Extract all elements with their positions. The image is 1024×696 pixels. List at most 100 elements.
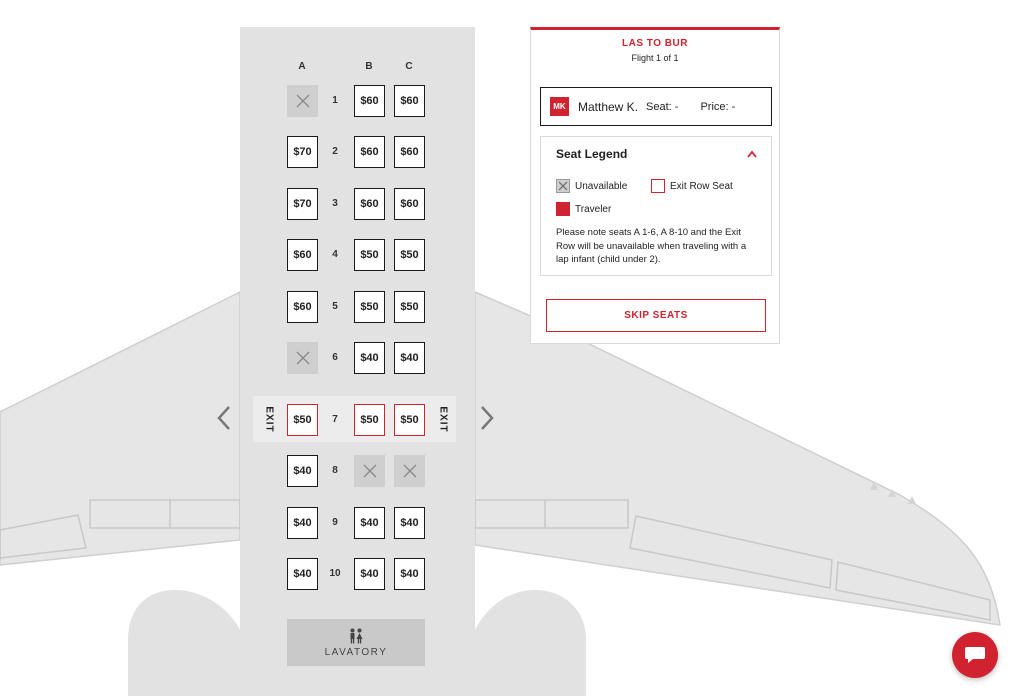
x-icon	[556, 179, 570, 193]
restroom-icon	[350, 628, 363, 643]
seat-5b[interactable]: $50	[354, 291, 385, 323]
seat-5c[interactable]: $50	[394, 291, 425, 323]
seat-row: $50 $50 $50 7	[0, 404, 1024, 436]
seat-8c	[394, 455, 425, 487]
legend-unavailable: Unavailable	[556, 179, 627, 193]
seat-3c[interactable]: $60	[394, 188, 425, 220]
seat-price: $60	[360, 95, 379, 107]
seat-1b[interactable]: $60	[354, 85, 385, 117]
seat-4b[interactable]: $50	[354, 239, 385, 271]
seat-price: $40	[360, 352, 379, 364]
traveler-swatch	[556, 202, 570, 216]
column-header-a: A	[298, 61, 306, 72]
seat-row: $70 $60 $60 2	[0, 136, 1024, 168]
chevron-right-icon[interactable]	[477, 403, 497, 433]
traveler-price: Price: -	[700, 100, 736, 113]
seat-price: $60	[400, 198, 419, 210]
seat-price: $40	[360, 517, 379, 529]
row-number: 7	[332, 414, 338, 425]
legend-traveler: Traveler	[556, 202, 611, 216]
row-number: 6	[332, 352, 338, 363]
x-icon	[363, 464, 376, 478]
traveler-name: Matthew K.	[578, 99, 639, 114]
seat-price: $40	[293, 465, 312, 477]
seat-10b[interactable]: $40	[354, 558, 385, 590]
column-header-c: C	[405, 61, 413, 72]
exit-label-left: EXIT	[263, 405, 275, 433]
seat-1c[interactable]: $60	[394, 85, 425, 117]
seat-row: $40 $40 $40 10	[0, 558, 1024, 590]
seat-9a[interactable]: $40	[287, 507, 318, 539]
row-number: 1	[332, 95, 338, 106]
seat-price: $60	[293, 301, 312, 313]
seat-2b[interactable]: $60	[354, 136, 385, 168]
seat-5a[interactable]: $60	[287, 291, 318, 323]
row-number: 3	[332, 198, 338, 209]
seat-price: $60	[400, 146, 419, 158]
chat-bubble-icon	[965, 647, 985, 663]
chevron-up-icon[interactable]	[747, 150, 757, 158]
seat-price: $50	[293, 414, 312, 426]
route-title: LAS TO BUR	[622, 38, 688, 49]
seat-6a	[287, 342, 318, 374]
seat-3b[interactable]: $60	[354, 188, 385, 220]
seat-9c[interactable]: $40	[394, 507, 425, 539]
seat-8a[interactable]: $40	[287, 455, 318, 487]
seat-1a	[287, 85, 318, 117]
seat-row: $40 8	[0, 455, 1024, 487]
x-icon	[296, 351, 309, 365]
seat-8b	[354, 455, 385, 487]
lavatory-label: LAVATORY	[324, 646, 388, 658]
traveler-seat: Seat: -	[646, 100, 679, 113]
row-number: 8	[332, 465, 338, 476]
skip-seats-button[interactable]: SKIP SEATS	[546, 299, 766, 332]
row-number: 10	[329, 568, 341, 579]
seat-7b[interactable]: $50	[354, 404, 385, 436]
chevron-left-icon[interactable]	[214, 403, 234, 433]
seat-7a[interactable]: $50	[287, 404, 318, 436]
column-header-b: B	[365, 61, 373, 72]
traveler-card[interactable]: MK Matthew K. Seat: - Price: -	[540, 87, 772, 126]
seat-4c[interactable]: $50	[394, 239, 425, 271]
seat-price: $60	[293, 249, 312, 261]
exit-seat-swatch	[651, 179, 665, 193]
seat-10c[interactable]: $40	[394, 558, 425, 590]
seat-price: $50	[400, 249, 419, 261]
row-number: 2	[332, 146, 338, 157]
seat-6b[interactable]: $40	[354, 342, 385, 374]
seat-7c[interactable]: $50	[394, 404, 425, 436]
seat-10a[interactable]: $40	[287, 558, 318, 590]
seat-price: $70	[293, 146, 312, 158]
seat-2c[interactable]: $60	[394, 136, 425, 168]
seat-price: $50	[400, 301, 419, 313]
flight-counter: Flight 1 of 1	[631, 53, 679, 63]
seat-2a[interactable]: $70	[287, 136, 318, 168]
seat-9b[interactable]: $40	[354, 507, 385, 539]
seat-price: $50	[400, 414, 419, 426]
row-number: 4	[332, 249, 338, 260]
row-number: 5	[332, 301, 338, 312]
seat-row: $60 $50 $50 5	[0, 291, 1024, 323]
seat-price: $60	[360, 146, 379, 158]
seat-4a[interactable]: $60	[287, 239, 318, 271]
seat-selection-panel: LAS TO BUR Flight 1 of 1 MK Matthew K. S…	[530, 27, 780, 344]
seat-price: $40	[293, 517, 312, 529]
legend-exit-row: Exit Row Seat	[651, 179, 733, 193]
legend-title: Seat Legend	[556, 147, 628, 161]
row-number: 9	[332, 517, 338, 528]
seat-price: $60	[400, 95, 419, 107]
seat-price: $40	[293, 568, 312, 580]
seat-3a[interactable]: $70	[287, 188, 318, 220]
seat-price: $60	[360, 198, 379, 210]
chat-button[interactable]	[952, 632, 998, 678]
lap-infant-note: Please note seats A 1-6, A 8-10 and the …	[556, 227, 747, 265]
traveler-avatar: MK	[550, 97, 569, 116]
seat-price: $40	[400, 352, 419, 364]
x-icon	[296, 94, 309, 108]
seat-price: $70	[293, 198, 312, 210]
seat-price: $50	[360, 301, 379, 313]
x-icon	[403, 464, 416, 478]
seat-6c[interactable]: $40	[394, 342, 425, 374]
seat-row: $60 $60 1	[0, 85, 1024, 117]
